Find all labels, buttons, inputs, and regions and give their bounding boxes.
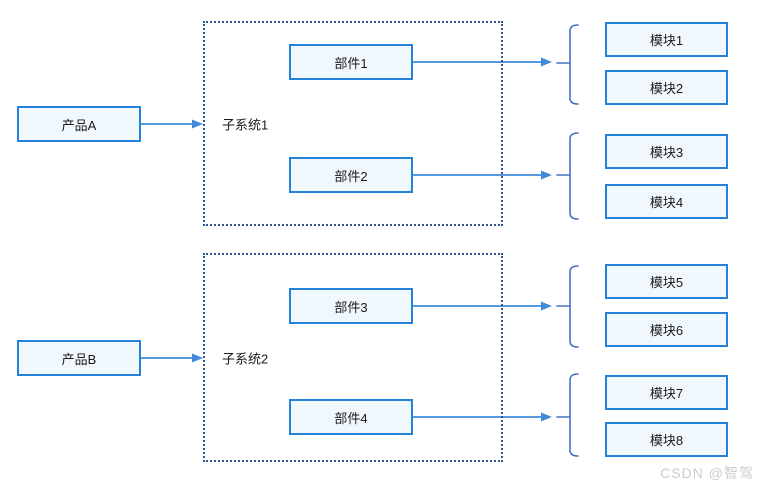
component4-node: 部件4 [289,399,413,435]
module5-label: 模块5 [649,275,684,290]
brace-modules-5-6 [556,265,579,348]
component2-label: 部件2 [334,168,368,184]
component2-node: 部件2 [289,157,413,193]
module2-label: 模块2 [649,81,684,96]
subsystem1-label: 子系统1 [222,117,269,132]
module4-label: 模块4 [649,195,684,210]
brace-modules-3-4 [556,132,579,220]
module3-node: 模块3 [605,134,728,169]
module6-node: 模块6 [605,312,728,347]
module1-label: 模块1 [649,33,684,48]
component3-node: 部件3 [289,288,413,324]
module7-node: 模块7 [605,375,728,410]
module6-label: 模块6 [649,323,684,338]
brace-modules-1-2 [556,24,579,105]
subsystem2-label: 子系统2 [222,351,269,366]
product-b-node: 产品B [17,340,141,376]
product-b-label: 产品B [61,351,97,367]
component1-label: 部件1 [334,55,368,71]
subsystem2-container: 子系统2 [203,253,503,462]
arrow-component1-to-modules [413,57,552,67]
product-a-label: 产品A [61,117,97,133]
module3-label: 模块3 [649,145,684,160]
component4-label: 部件4 [334,410,368,426]
module8-node: 模块8 [605,422,728,457]
brace-modules-7-8 [556,373,579,457]
watermark-text: CSDN @智驾 [660,465,754,481]
arrow-productA-to-subsystem1 [141,119,203,129]
component3-label: 部件3 [334,299,368,315]
module4-node: 模块4 [605,184,728,219]
module5-node: 模块5 [605,264,728,299]
module8-label: 模块8 [649,433,684,448]
arrow-component2-to-modules [413,170,552,180]
arrow-component4-to-modules [413,412,552,422]
arrow-productB-to-subsystem2 [141,353,203,363]
product-a-node: 产品A [17,106,141,142]
component1-node: 部件1 [289,44,413,80]
module1-node: 模块1 [605,22,728,57]
module2-node: 模块2 [605,70,728,105]
arrow-component3-to-modules [413,301,552,311]
module7-label: 模块7 [649,386,684,401]
subsystem1-container: 子系统1 [203,21,503,226]
